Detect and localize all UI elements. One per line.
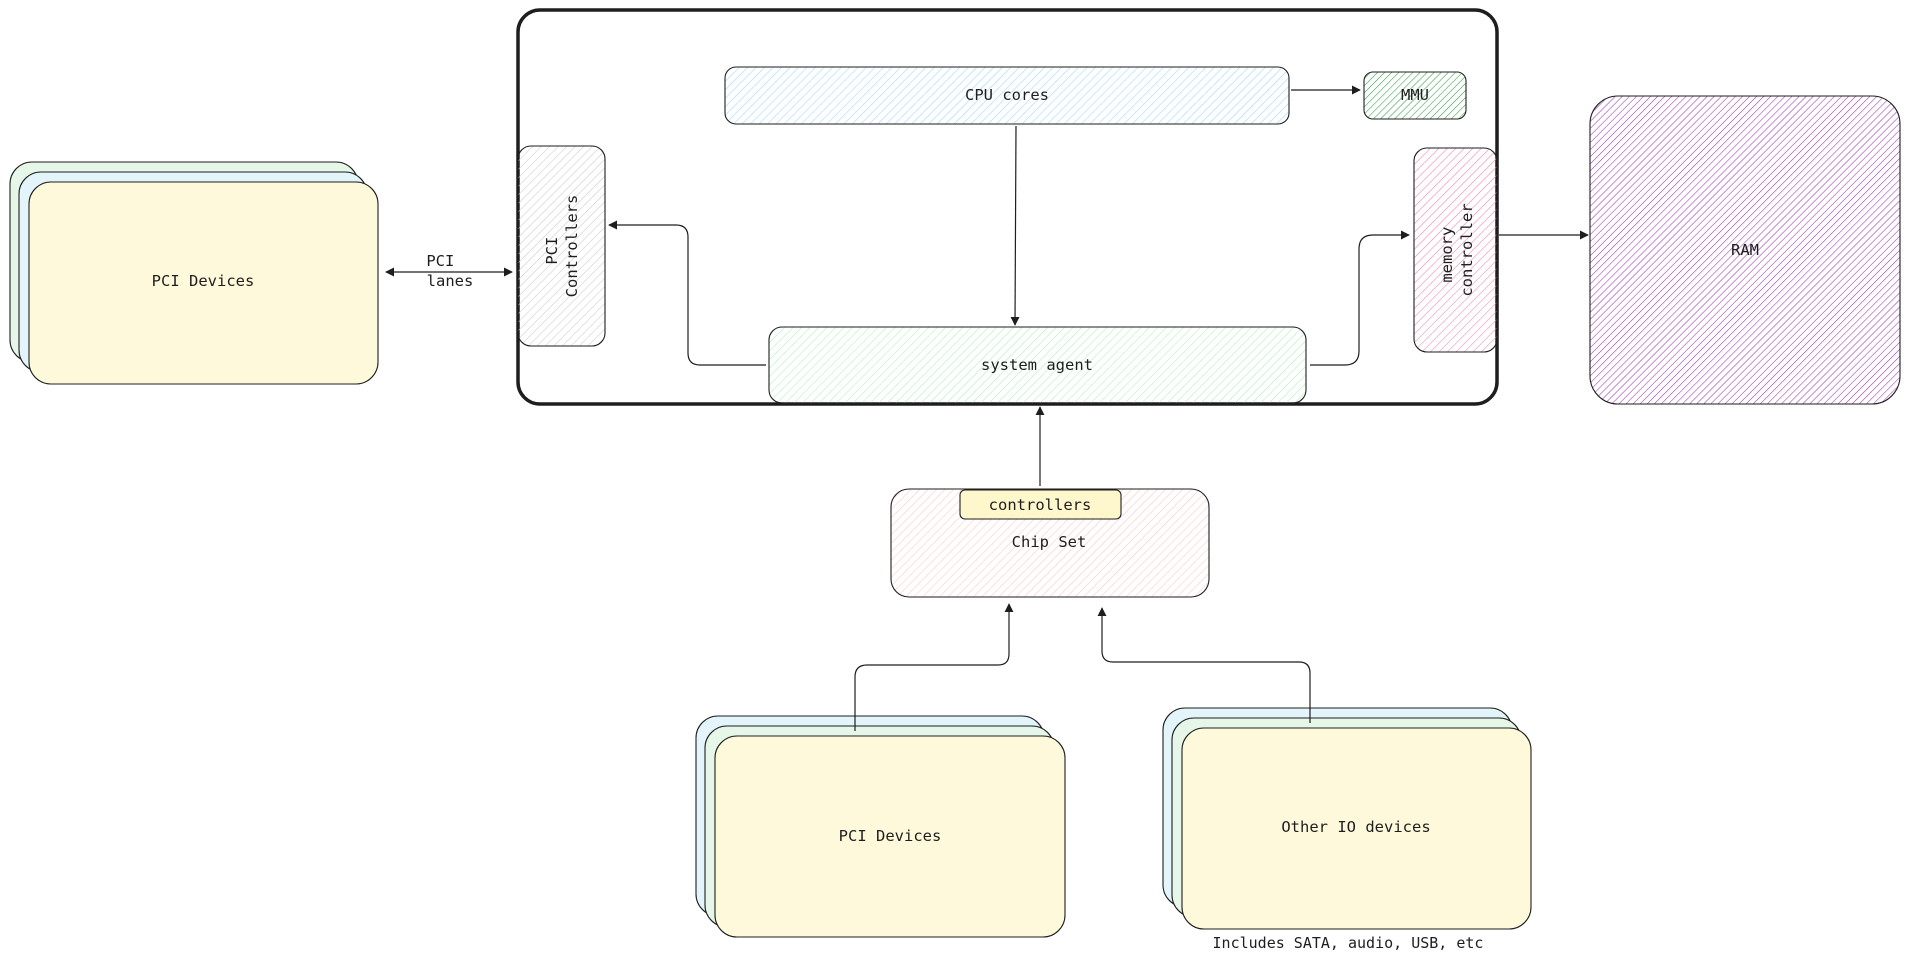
pci-controllers-label-line1: PCI	[543, 237, 561, 265]
pci-devices-bottom-stack[interactable]: PCI Devices	[695, 715, 1066, 938]
pci-lanes-label: PCI lanes	[426, 252, 473, 290]
svg-text:memory controller: memory controller	[1438, 203, 1476, 296]
memory-controller-label-line1: memory	[1438, 227, 1456, 283]
memory-controller-label-line2: controller	[1458, 203, 1476, 296]
arrow-system-agent-to-memory-controller	[1310, 230, 1410, 366]
cpu-cores-label: CPU cores	[965, 86, 1049, 104]
pci-devices-left-label: PCI Devices	[152, 272, 255, 290]
chip-set-box[interactable]: controllers Chip Set	[890, 488, 1210, 598]
arrow-pci-devices-bottom-to-chip-set	[854, 603, 1014, 731]
arrow-system-agent-to-pci-controllers	[608, 220, 766, 366]
arrow-other-io-to-chip-set	[1097, 607, 1311, 723]
system-agent-box[interactable]: system agent	[768, 326, 1307, 404]
ram-label: RAM	[1731, 241, 1759, 259]
memory-controller-box[interactable]: memory controller	[1413, 147, 1498, 353]
chip-set-controllers-label: controllers	[989, 496, 1092, 514]
chip-set-controllers-box[interactable]	[959, 489, 1122, 520]
cpu-cores-box[interactable]: CPU cores	[724, 66, 1290, 125]
pci-devices-left-stack[interactable]: PCI Devices	[9, 161, 379, 385]
chip-set-label: Chip Set	[1012, 533, 1087, 551]
system-agent-label: system agent	[981, 356, 1093, 374]
mmu-box[interactable]: MMU	[1363, 71, 1467, 120]
other-io-note: Includes SATA, audio, USB, etc	[1213, 934, 1484, 952]
other-io-devices-stack[interactable]: Other IO devices	[1162, 707, 1532, 930]
pci-controllers-label-line2: Controllers	[563, 195, 581, 298]
mmu-label: MMU	[1401, 86, 1429, 104]
pci-devices-bottom-label: PCI Devices	[839, 827, 942, 845]
svg-text:PCI Controllers: PCI Controllers	[543, 195, 581, 298]
pci-controllers-box[interactable]: PCI Controllers	[517, 145, 606, 347]
ram-box[interactable]: RAM	[1589, 95, 1901, 405]
other-io-devices-label: Other IO devices	[1281, 818, 1430, 836]
arrow-cpu-cores-to-system-agent	[1010, 125, 1020, 326]
